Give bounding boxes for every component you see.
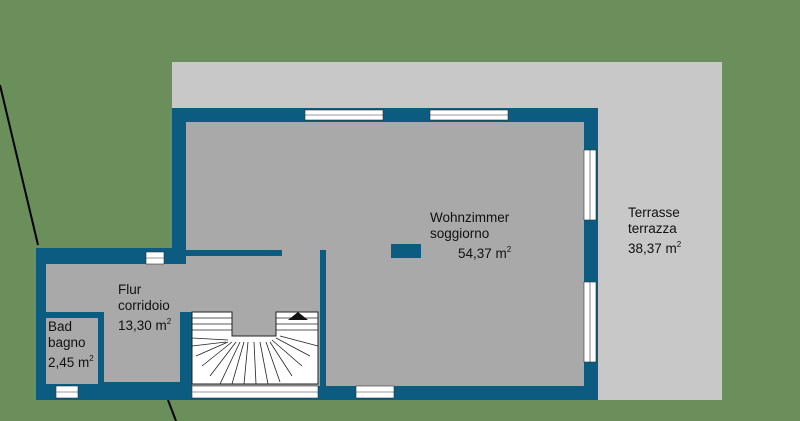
living-room-name-it: soggiorno xyxy=(430,226,490,241)
bath-name-it: bagno xyxy=(48,335,86,350)
label-bath: Bad bagno 2,45 m2 xyxy=(48,319,94,371)
fireplace xyxy=(391,244,421,258)
terrace-area: 38,37 m xyxy=(628,241,677,256)
bath-floor xyxy=(46,318,98,384)
label-living-room: Wohnzimmer soggiorno 54,37 m2 xyxy=(430,210,511,262)
living-room-area-unit: 2 xyxy=(506,245,512,254)
bath-name-de: Bad xyxy=(48,319,73,334)
hall-name-de: Flur xyxy=(118,282,142,297)
terrace-area-unit: 2 xyxy=(676,240,682,249)
label-hall: Flur corridoio 13,30 m2 xyxy=(118,282,171,334)
hall-wall-lower xyxy=(180,312,192,386)
hall-name-it: corridoio xyxy=(118,298,170,313)
interior-wall-vertical xyxy=(320,250,326,386)
bath-area: 2,45 m xyxy=(48,355,90,370)
bath-wall-top xyxy=(46,312,102,318)
hall-floor xyxy=(46,264,320,312)
staircase xyxy=(191,311,319,385)
hall-area-unit: 2 xyxy=(166,317,172,326)
window-hall-top-right xyxy=(282,250,320,256)
bath-wall xyxy=(98,312,104,386)
interior-wall xyxy=(186,250,320,256)
living-room-name-de: Wohnzimmer xyxy=(430,210,510,225)
terrace-name-de: Terrasse xyxy=(628,205,680,220)
living-room-area: 54,37 m xyxy=(458,246,507,261)
bath-area-unit: 2 xyxy=(89,354,94,363)
boundary-line-bottom xyxy=(167,399,177,421)
terrace-name-it: terrazza xyxy=(628,221,677,236)
label-terrace: Terrasse terrazza 38,37 m2 xyxy=(628,205,681,257)
hall-area: 13,30 m xyxy=(118,318,167,333)
boundary-line xyxy=(0,84,39,246)
hall-floor-lower xyxy=(102,312,192,382)
stair-direction-arrow-icon xyxy=(288,312,308,320)
